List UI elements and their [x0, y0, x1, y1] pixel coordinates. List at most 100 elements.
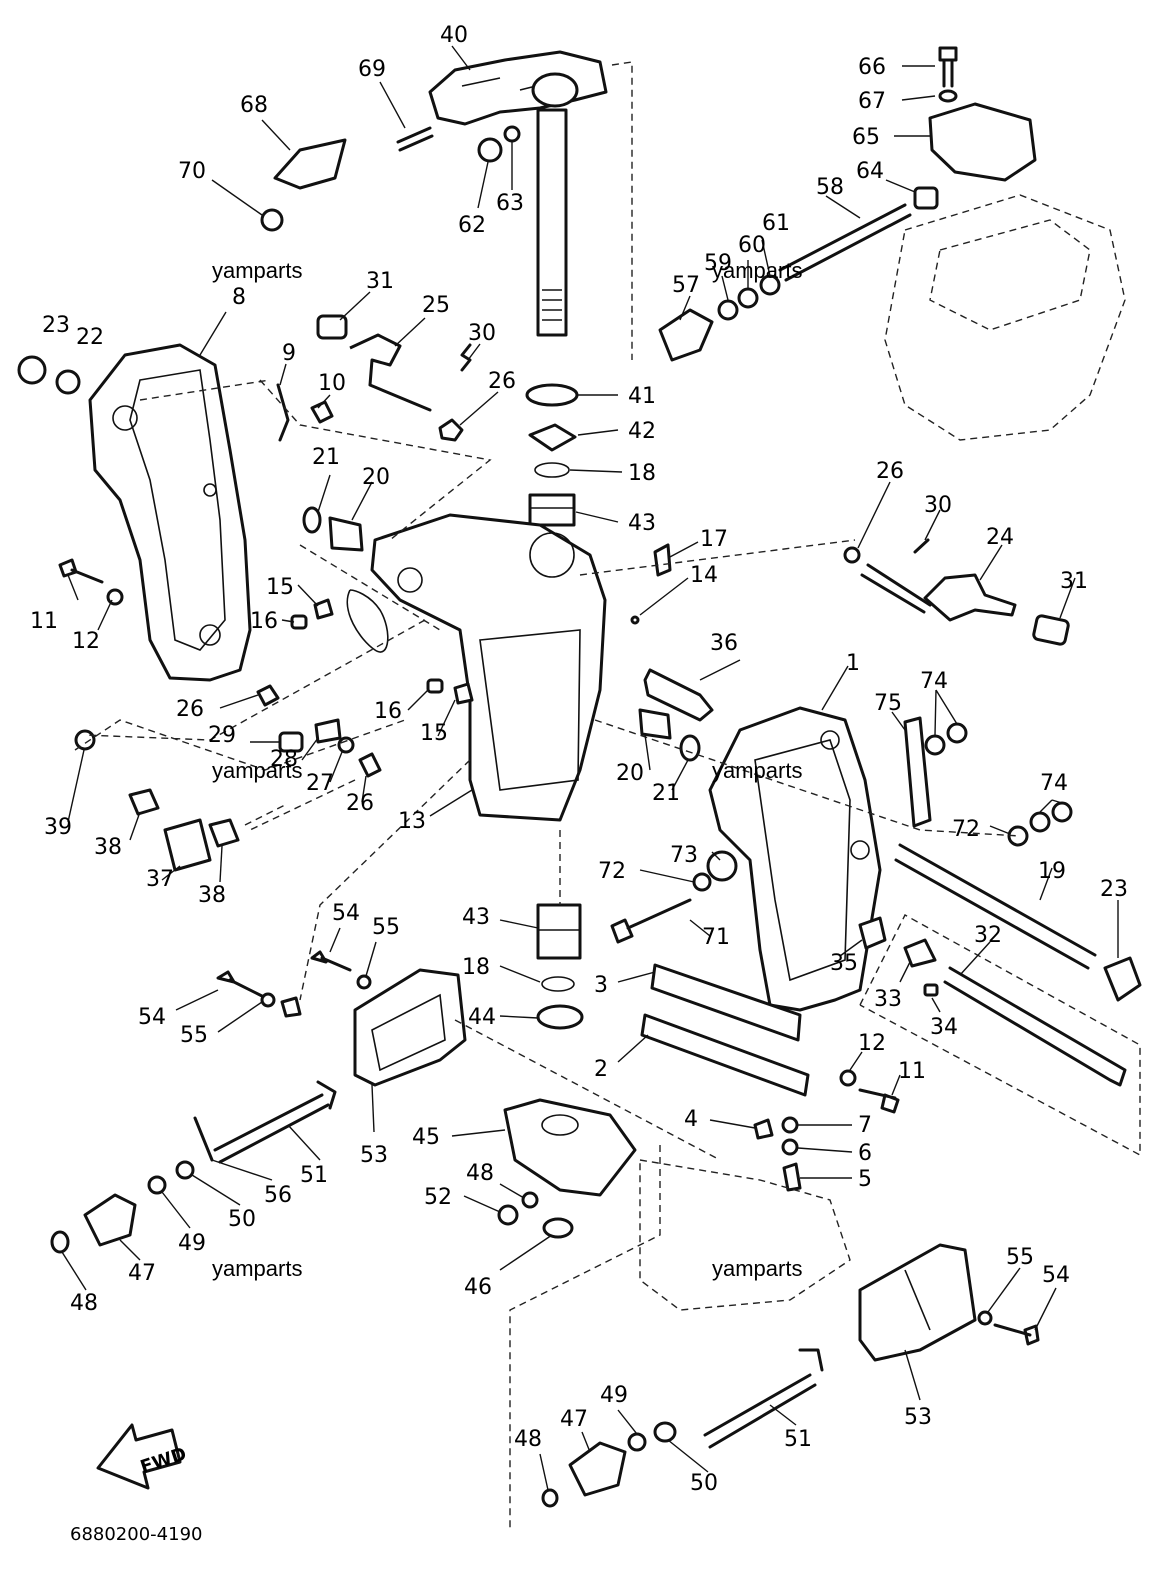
- washer-48-bottom: [541, 1488, 559, 1508]
- washer-55-right: [977, 1310, 993, 1326]
- bolt-54-b: [216, 970, 264, 998]
- spring-30-top: [460, 343, 472, 372]
- washer-73: [706, 850, 738, 882]
- watermarks: yamparts yamparts yamparts yamparts yamp…: [212, 258, 802, 1281]
- callout-65: 65: [852, 125, 880, 150]
- pad-53-right: [858, 1243, 977, 1362]
- callout-45: 45: [412, 1125, 440, 1150]
- pin-36: [643, 668, 714, 722]
- callout-3: 3: [594, 973, 608, 998]
- callout-labels: 40 69 68 70 62 63 66 67 65 64 58 57 59 6…: [30, 23, 1128, 1496]
- callout-32: 32: [974, 923, 1002, 948]
- callout-72-right: 72: [952, 817, 980, 842]
- callout-26-top: 26: [488, 369, 516, 394]
- callout-72-left: 72: [598, 859, 626, 884]
- washer-60: [737, 287, 759, 309]
- callout-59: 59: [704, 251, 732, 276]
- callout-50-bottom: 50: [690, 1471, 718, 1496]
- cap-31-right: [1032, 614, 1070, 646]
- part-code: 6880200-4190: [70, 1524, 202, 1545]
- callout-5: 5: [858, 1167, 872, 1192]
- mount-47-left: [83, 1193, 137, 1247]
- callout-24: 24: [986, 525, 1014, 550]
- bolt-71: [610, 898, 692, 944]
- washer-44: [536, 1004, 584, 1030]
- clamp-bracket-1: [708, 706, 882, 1012]
- callout-75: 75: [874, 691, 902, 716]
- callout-14: 14: [690, 563, 718, 588]
- clip-33: [903, 938, 937, 968]
- washer-7: [781, 1116, 799, 1134]
- callout-56: 56: [264, 1183, 292, 1208]
- pin-34: [923, 983, 939, 997]
- plate-68: [273, 138, 347, 190]
- nut-23-right: [1103, 956, 1142, 1002]
- fwd-arrow-icon: [96, 1423, 182, 1490]
- callout-55-a: 55: [372, 915, 400, 940]
- callout-53-left: 53: [360, 1143, 388, 1168]
- callout-55-b: 55: [180, 1023, 208, 1048]
- callout-64: 64: [856, 159, 884, 184]
- callout-74-top: 74: [920, 669, 948, 694]
- callout-2: 2: [594, 1057, 608, 1082]
- plate-2: [640, 1013, 810, 1097]
- callout-17: 17: [700, 527, 728, 552]
- callout-21-left: 21: [312, 445, 340, 470]
- lever-25: [349, 333, 402, 386]
- callout-52: 52: [424, 1185, 452, 1210]
- bolt-11-left: [58, 558, 104, 584]
- callout-6: 6: [858, 1141, 872, 1166]
- rod-24: [860, 563, 932, 614]
- callout-7: 7: [858, 1113, 872, 1138]
- callout-74-bottom: 74: [1040, 771, 1068, 796]
- callout-36: 36: [710, 631, 738, 656]
- callout-67: 67: [858, 89, 886, 114]
- callout-9: 9: [282, 341, 296, 366]
- clip-17: [653, 543, 672, 577]
- callout-20-left: 20: [362, 465, 390, 490]
- guide-lines: [74, 61, 1021, 1161]
- steering-arm-40: [428, 50, 608, 126]
- cable-loop: [346, 589, 389, 653]
- callout-26-left: 26: [176, 697, 204, 722]
- callout-48-left: 48: [70, 1291, 98, 1316]
- callout-61: 61: [762, 211, 790, 236]
- nut-52: [497, 1204, 519, 1226]
- callout-71: 71: [702, 925, 730, 950]
- callout-60: 60: [738, 233, 766, 258]
- plate-3: [650, 963, 802, 1042]
- washer-67: [938, 89, 958, 103]
- bushing-43-top: [528, 493, 576, 527]
- washer-49-left: [147, 1175, 167, 1195]
- cap-16-top: [290, 614, 308, 630]
- spring-28: [314, 718, 342, 744]
- callout-31-right: 31: [1060, 569, 1088, 594]
- callout-leaders: [61, 45, 1119, 1491]
- collar-64: [913, 186, 939, 210]
- lever-rod-25: [368, 383, 432, 412]
- mount-47-bottom: [568, 1441, 627, 1497]
- bracket-65: [928, 102, 1037, 182]
- callout-34: 34: [930, 1015, 958, 1040]
- watermark-4: yamparts: [712, 758, 802, 783]
- callout-23-right: 23: [1100, 877, 1128, 902]
- callout-27: 27: [306, 771, 334, 796]
- plate-42: [528, 423, 577, 452]
- fwd-arrow: FWD: [96, 1423, 189, 1490]
- callout-26-right: 26: [876, 459, 904, 484]
- callout-11-right: 11: [898, 1059, 926, 1084]
- part-drawings: [17, 46, 1142, 1530]
- bolt-4: [753, 1118, 774, 1140]
- callout-31-top: 31: [366, 269, 394, 294]
- wire-56: [193, 1116, 214, 1162]
- callout-13: 13: [398, 809, 426, 834]
- washer-21-right: [679, 734, 701, 762]
- callout-18-lower: 18: [462, 955, 490, 980]
- washer-72-left: [692, 872, 712, 892]
- lower-unit-outline: [639, 1159, 851, 1311]
- watermark-5: yamparts: [212, 1256, 302, 1281]
- callout-57: 57: [672, 273, 700, 298]
- callout-16-top: 16: [250, 609, 278, 634]
- bushing-43-lower: [536, 903, 582, 960]
